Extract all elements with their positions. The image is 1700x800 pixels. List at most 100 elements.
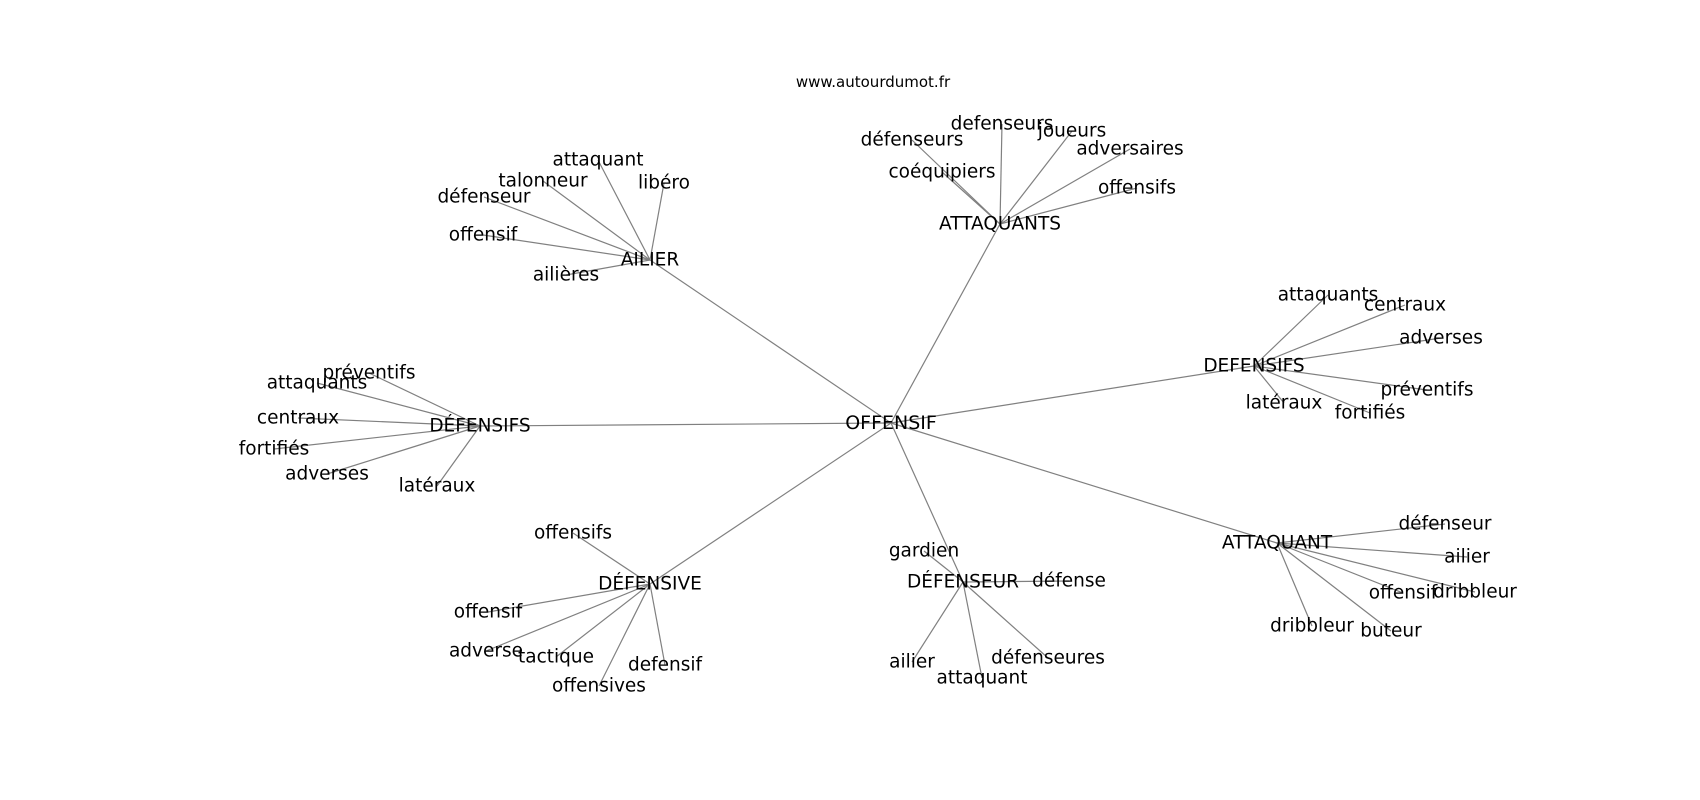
word-node-fortifies[interactable]: fortifiés — [239, 439, 310, 460]
edge-defenseur-attaquant — [962, 581, 983, 679]
edge-defensifs-attaquants — [316, 382, 481, 427]
edge-attaquant-dribbleur — [1276, 542, 1313, 627]
source-watermark: www.autourdumot.fr — [796, 73, 951, 91]
word-node-dribbleur[interactable]: dribbleur — [1270, 616, 1354, 637]
edge-attaquant-dribbleur — [1276, 542, 1476, 593]
graph-edges — [273, 123, 1476, 687]
word-node-dribbleur[interactable]: dribbleur — [1433, 582, 1517, 603]
edge-defensifs-adverses — [326, 425, 481, 475]
word-node-lateraux[interactable]: latéraux — [1246, 393, 1323, 414]
word-node-attaquants[interactable]: attaquants — [267, 373, 368, 394]
edge-defensifs-fortifies — [273, 425, 481, 450]
word-node-offensifs[interactable]: offensifs — [534, 523, 612, 544]
center-node-label[interactable]: OFFENSIF — [845, 412, 937, 434]
edge-attaquant-ailier — [1276, 542, 1468, 558]
edge-attaquant-defenseur — [1276, 523, 1446, 544]
edge-defenseur-defense — [962, 580, 1070, 583]
edge-defensive-tactique — [555, 583, 651, 658]
edge-center-ailier — [649, 259, 892, 424]
hub-node-ailier[interactable]: AILIER — [621, 250, 680, 271]
word-node-tactique[interactable]: tactique — [518, 647, 594, 668]
word-node-defenseurs[interactable]: defenseurs — [951, 114, 1054, 135]
edge-attaquant-offensif — [1276, 542, 1404, 594]
word-node-coequipiers[interactable]: coéquipiers — [889, 162, 996, 183]
edge-defensive-offensives — [598, 583, 651, 687]
hub-node-attaquants[interactable]: ATTAQUANTS — [939, 214, 1061, 235]
edge-defensifs-lateraux — [436, 425, 481, 487]
edge-ailier-ailieres — [565, 259, 651, 276]
word-node-ailier[interactable]: ailier — [1444, 547, 1490, 568]
edge-defensifs-attaquants — [1253, 294, 1329, 367]
word-node-preventifs[interactable]: préventifs — [1381, 380, 1474, 401]
word-node-defenseur[interactable]: défenseur — [437, 187, 530, 208]
word-node-attaquant[interactable]: attaquant — [553, 150, 644, 171]
edge-defensive-offensifs — [572, 532, 651, 585]
edge-defensifs-centraux — [1253, 304, 1406, 367]
word-node-defensif[interactable]: defensif — [628, 655, 703, 676]
word-node-attaquant[interactable]: attaquant — [937, 668, 1028, 689]
word-node-gardien[interactable]: gardien — [889, 541, 959, 562]
edge-defensive-adverse — [485, 583, 651, 652]
edge-center-defensive — [649, 422, 892, 585]
word-node-offensif[interactable]: offensif — [449, 225, 518, 246]
edge-attaquants-coequipiers — [941, 171, 1001, 225]
word-node-offensif[interactable]: offensif — [1369, 583, 1438, 604]
edge-defenseur-gardien — [923, 550, 964, 583]
word-node-libero[interactable]: libéro — [638, 173, 690, 194]
edge-defensifs-preventifs — [1253, 365, 1428, 391]
edge-defensifs-centraux — [297, 417, 481, 427]
word-node-offensif[interactable]: offensif — [454, 602, 523, 623]
word-node-centraux[interactable]: centraux — [257, 408, 339, 429]
word-node-centraux[interactable]: centraux — [1364, 295, 1446, 316]
hub-node-attaquant[interactable]: ATTAQUANT — [1222, 533, 1333, 554]
edge-defensifs-adverses — [1253, 337, 1442, 367]
edge-center-defenseur — [890, 422, 964, 583]
edge-ailier-defenseur — [483, 196, 651, 261]
word-node-ailier[interactable]: ailier — [889, 652, 935, 673]
word-node-offensifs[interactable]: offensifs — [1098, 178, 1176, 199]
edge-center-defensifs — [479, 422, 892, 427]
edge-center-attaquants — [890, 223, 1001, 424]
edge-attaquant-buteur — [1276, 542, 1392, 632]
word-node-adverses[interactable]: adverses — [285, 464, 369, 485]
word-node-defenseurs[interactable]: défenseurs — [861, 130, 964, 151]
edge-center-defensifs — [890, 365, 1255, 424]
word-node-defenseur[interactable]: défenseur — [1398, 514, 1491, 535]
edge-attaquants-defenseurs — [999, 123, 1003, 225]
edge-ailier-libero — [649, 182, 665, 261]
edge-defenseur-defenseures — [962, 581, 1049, 659]
word-node-ailieres[interactable]: ailières — [533, 265, 599, 286]
edge-center-attaquant — [890, 422, 1278, 544]
edge-defensifs-lateraux — [1253, 365, 1285, 404]
word-node-joueurs[interactable]: joueurs — [1037, 121, 1107, 142]
word-node-adverse[interactable]: adverse — [449, 641, 523, 662]
word-node-adverses[interactable]: adverses — [1399, 328, 1483, 349]
word-node-defenseures[interactable]: défenseures — [991, 648, 1105, 669]
word-node-preventifs[interactable]: préventifs — [323, 363, 416, 384]
edge-defensifs-fortifies — [1253, 365, 1371, 414]
edge-attaquants-defenseurs — [911, 139, 1001, 225]
edge-defensive-offensif — [487, 583, 651, 613]
word-node-adversaires[interactable]: adversaires — [1076, 139, 1183, 160]
edge-defensive-defensif — [649, 583, 666, 666]
edge-defensifs-preventifs — [368, 372, 481, 427]
word-node-buteur[interactable]: buteur — [1360, 621, 1422, 642]
word-node-attaquants[interactable]: attaquants — [1278, 285, 1379, 306]
graph-labels: www.autourdumot.fr OFFENSIF AILIER attaqua… — [239, 73, 1518, 697]
hub-node-defensive[interactable]: DÉFENSIVE — [598, 573, 702, 595]
edge-attaquants-joueurs — [999, 130, 1073, 225]
word-node-lateraux[interactable]: latéraux — [399, 476, 476, 497]
word-node-defense[interactable]: défense — [1032, 571, 1106, 592]
hub-node-defenseur[interactable]: DÉFENSEUR — [907, 571, 1019, 593]
edge-ailier-talonneur — [542, 180, 651, 261]
hub-node-defensifs[interactable]: DEFENSIFS — [1203, 356, 1304, 377]
edge-attaquants-offensifs — [999, 187, 1138, 225]
edge-ailier-offensif — [482, 234, 651, 261]
word-node-offensives[interactable]: offensives — [552, 676, 646, 697]
edge-ailier-attaquant — [597, 159, 651, 261]
hub-node-defensifs[interactable]: DÉFENSIFS — [429, 415, 530, 437]
word-node-talonneur[interactable]: talonneur — [498, 171, 588, 192]
word-node-fortifies[interactable]: fortifiés — [1335, 403, 1406, 424]
edge-defenseur-ailier — [911, 581, 964, 663]
